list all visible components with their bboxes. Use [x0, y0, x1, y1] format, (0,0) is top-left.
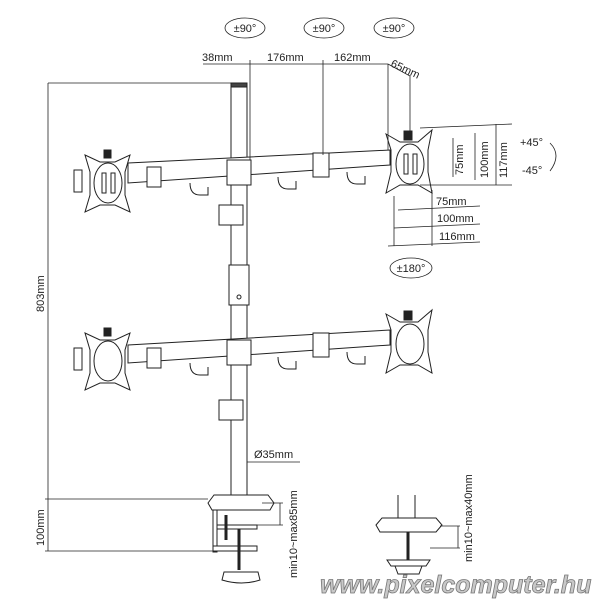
monitor-plate-upper-left: [73, 149, 131, 213]
watermark: www.pixelcomputer.hu: [320, 571, 591, 599]
dim-pole-diameter: Ø35mm: [254, 449, 293, 461]
dim-vesa-v-75: 75mm: [454, 144, 466, 175]
dim-plate-offset: 65mm: [389, 58, 422, 82]
dim-clamp-range: min10~max85mm: [288, 490, 300, 578]
dim-arm-segment-1: 176mm: [267, 52, 304, 64]
upper-arm: [127, 149, 391, 196]
monitor-plate-lower-left: [73, 327, 131, 391]
dimension-lines: [45, 17, 557, 552]
grommet-base: [375, 495, 443, 575]
rotation-label-joint-2: ±90°: [313, 23, 336, 35]
dim-grommet-range: min10~max40mm: [463, 474, 475, 562]
tilt-down-label: -45°: [522, 165, 542, 177]
lower-arm: [127, 329, 391, 376]
desk-clamp: [207, 494, 275, 584]
tilt-up-label: +45°: [520, 137, 543, 149]
dim-vesa-v-100: 100mm: [479, 141, 491, 178]
dim-plate-width: 116mm: [439, 231, 475, 243]
rotation-label-joint-3: ±90°: [383, 23, 406, 35]
rotation-label-joint-1: ±90°: [234, 23, 257, 35]
pole: [218, 82, 250, 499]
dim-vesa-h-75: 75mm: [436, 196, 467, 208]
dim-arm-segment-2: 162mm: [334, 52, 371, 64]
dim-clamp-height: 100mm: [35, 509, 47, 546]
monitor-plate-lower-right: [385, 308, 433, 375]
monitor-plate-upper-right: [385, 128, 433, 195]
dim-plate-height: 117mm: [498, 142, 510, 178]
rotation-label-plate: ±180°: [397, 263, 426, 275]
dim-vesa-h-100: 100mm: [437, 213, 474, 225]
dim-pole-offset: 38mm: [202, 52, 233, 64]
dim-total-height: 803mm: [35, 275, 47, 312]
